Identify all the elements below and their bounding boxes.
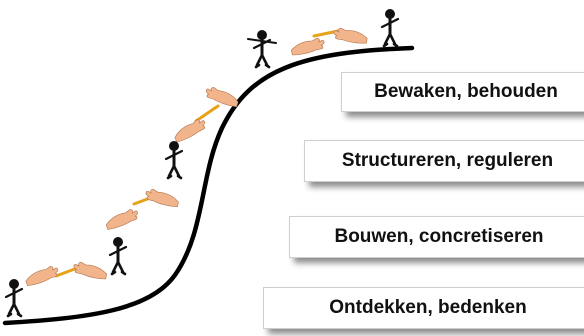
baton-hand-icon (23, 260, 109, 288)
stick-figure-icon (247, 28, 277, 69)
stick-figure-icon (4, 277, 24, 318)
phase-label: Structureren, reguleren (341, 150, 554, 171)
phase-label: Bouwen, concretiseren (334, 226, 544, 247)
phase-box-discover: Ontdekken, bedenken (263, 287, 584, 329)
phase-box-monitor: Bewaken, behouden (341, 72, 584, 112)
baton-hand-icon (103, 187, 181, 231)
baton-hand-icon (171, 85, 241, 144)
phase-box-structure: Structureren, reguleren (304, 140, 584, 182)
phase-label: Ontdekken, bedenken (329, 297, 527, 318)
stick-figure-icon (164, 139, 184, 180)
baton-hand-icon (289, 26, 369, 57)
phase-label: Bewaken, behouden (374, 81, 558, 102)
stick-figure-icon (108, 235, 128, 276)
stick-figure-icon (380, 7, 400, 48)
s-curve (2, 45, 415, 326)
phase-box-build: Bouwen, concretiseren (289, 216, 584, 258)
